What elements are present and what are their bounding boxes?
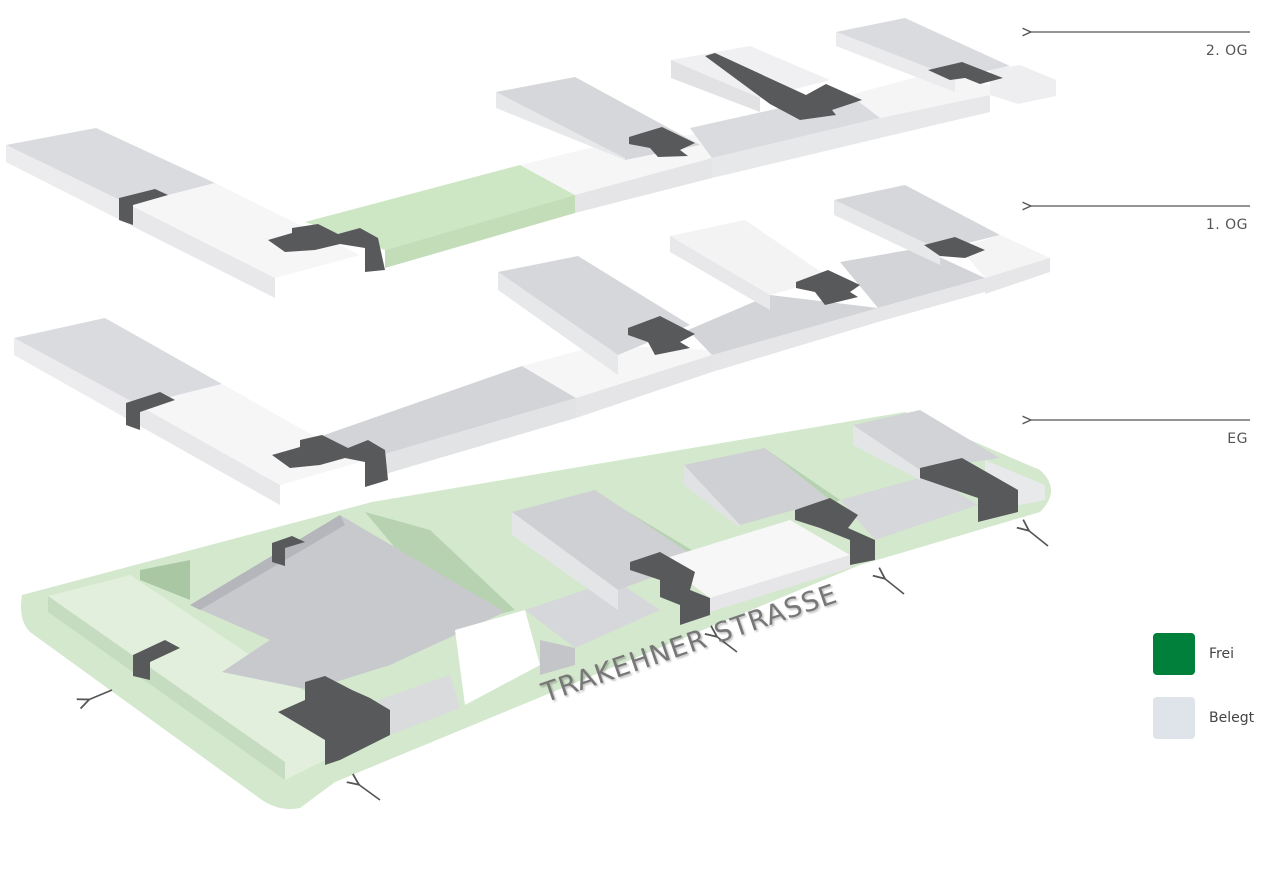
core-1og-2	[272, 435, 388, 487]
core-1og-4	[796, 270, 860, 305]
legend-swatch-free	[1153, 633, 1195, 675]
arrow-entrance-icon	[884, 578, 905, 595]
core-2og-4	[705, 53, 862, 120]
core-2og-3	[629, 127, 695, 157]
core-eg-5	[795, 498, 875, 565]
floor-eg	[21, 410, 1051, 809]
core-2og-2	[268, 224, 385, 272]
arrow-entrance-icon	[1028, 530, 1049, 547]
core-1og-3	[628, 316, 695, 355]
core-eg-2	[272, 536, 305, 566]
floor-label-1og: 1. OG	[1205, 217, 1248, 233]
floor-label-eg: EG	[1227, 431, 1248, 447]
floor-2og	[6, 18, 1056, 298]
core-1og-5	[924, 237, 985, 258]
legend-swatch-occupied	[1153, 697, 1195, 739]
core-1og-1	[126, 392, 175, 430]
core-eg-1	[133, 640, 180, 680]
core-eg-4	[630, 552, 710, 625]
free-area-2og	[305, 165, 575, 250]
floor-pointers	[1030, 32, 1250, 420]
core-eg-6	[920, 458, 1018, 522]
legend-item-occupied: Belegt	[1153, 697, 1254, 739]
legend-label-occupied: Belegt	[1209, 710, 1255, 726]
legend-item-free: Frei	[1153, 633, 1234, 675]
core-2og-5	[928, 62, 1003, 84]
entrances	[88, 530, 1049, 801]
core-2og-1	[119, 189, 168, 225]
arrow-entrance-icon	[716, 636, 738, 653]
arrow-entrance-icon	[358, 784, 381, 801]
arrow-entrance-icon	[88, 689, 113, 700]
floor-label-2og: 2. OG	[1205, 43, 1248, 59]
core-eg-3	[278, 676, 390, 765]
floor-1og	[14, 185, 1050, 505]
legend-label-free: Frei	[1209, 646, 1234, 662]
